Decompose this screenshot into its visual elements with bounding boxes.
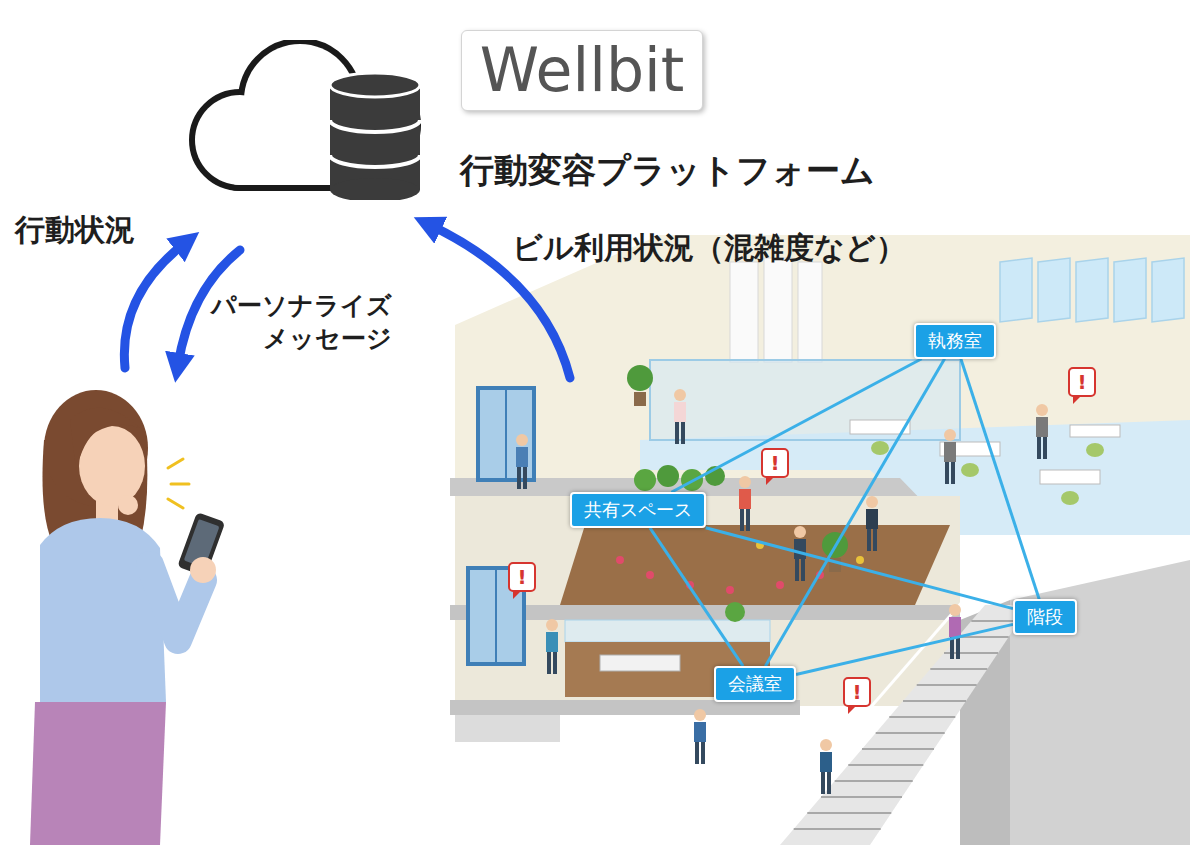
wall-panels: [730, 262, 758, 362]
plants: [627, 365, 653, 391]
node-text: Wellbit: [480, 33, 684, 108]
wall-panels: [798, 262, 822, 362]
area-box: 共有スペース: [570, 492, 706, 528]
people: [516, 389, 1048, 794]
woman-figure: [118, 495, 138, 515]
database-icon: [330, 178, 420, 200]
chairs: [871, 441, 889, 455]
building: [450, 235, 1190, 845]
right-block: [1010, 560, 1190, 845]
people: [949, 604, 961, 659]
woman-figure: [168, 459, 183, 468]
window-row: [1114, 258, 1146, 322]
platform-cloud: 行動変容プラットフォーム: [175, 40, 425, 200]
chairs: [961, 463, 979, 477]
window-row: [1152, 258, 1184, 322]
database-icon: [330, 120, 420, 132]
floor-dots: [646, 571, 654, 579]
link-line: [706, 528, 1013, 609]
lower-slab: [450, 700, 800, 715]
link-line: [961, 359, 1039, 599]
people: [694, 709, 706, 764]
flow-arrow: [124, 225, 570, 378]
area-box: 会議室: [714, 666, 796, 702]
glass-partition: [650, 360, 960, 440]
people: [820, 739, 832, 794]
elevator: [505, 390, 507, 478]
database-icon: [330, 73, 420, 200]
woman-figure: [168, 499, 183, 508]
alert-mark: !: [761, 448, 789, 478]
node-text: 行動変容プラットフォーム: [460, 148, 875, 194]
chairs: [1086, 443, 1104, 457]
database-icon: [330, 155, 420, 167]
stairs: [780, 605, 1030, 845]
area-box: 階段: [1013, 599, 1077, 635]
node-text: 会議室: [728, 673, 782, 695]
woman-figure: [30, 390, 225, 845]
link-line: [650, 528, 743, 666]
link-line: [671, 359, 921, 492]
plants: [657, 465, 679, 487]
cloud-outline: [175, 40, 425, 200]
people: [739, 476, 751, 531]
node-text: 執務室: [928, 330, 982, 352]
people: [944, 429, 956, 484]
alert-mark: !: [1068, 367, 1096, 397]
wall-panels: [730, 258, 822, 362]
elevator: [495, 570, 497, 662]
desks: [1070, 425, 1120, 437]
plants: [634, 392, 646, 406]
alert-mark: !: [508, 562, 536, 592]
window-row: [1076, 258, 1108, 322]
chairs: [1061, 491, 1079, 505]
flow-label: ビル利用状況（混雑度など）: [512, 228, 906, 269]
floor-dots: [856, 556, 864, 564]
link-line: [796, 624, 1013, 674]
link-line: [765, 359, 944, 666]
elevator: [468, 388, 534, 664]
node-text: 共有スペース: [584, 499, 692, 521]
woman-figure: [44, 390, 148, 506]
people: [866, 496, 878, 551]
handrail: [790, 570, 990, 800]
wall-panels: [764, 258, 792, 362]
plants: [725, 602, 745, 622]
area-box: 執務室: [914, 323, 996, 359]
flow-arrow: [124, 243, 185, 368]
woman-figure: [40, 518, 166, 702]
stair-steps: [794, 621, 1020, 829]
logo-box: Wellbit: [461, 30, 703, 111]
floor-dots: [726, 586, 734, 594]
meeting-wall: [565, 620, 770, 642]
woman-figure: [70, 408, 140, 470]
alert-mark: !: [843, 677, 871, 707]
floor-dots: [616, 556, 624, 564]
people: [674, 389, 686, 444]
floor-dots: [776, 581, 784, 589]
window-row: [1038, 258, 1070, 322]
database-icon: [330, 73, 420, 97]
people: [546, 619, 558, 674]
shared-floor: [560, 525, 950, 605]
flow-label: パーソナライズ メッセージ: [152, 290, 392, 355]
woman-figure: [190, 557, 216, 583]
people: [1036, 404, 1048, 459]
base-slab: [455, 715, 560, 742]
plants: [634, 469, 656, 491]
meeting-table: [600, 655, 680, 671]
desks: [1040, 470, 1100, 484]
window-row: [1000, 258, 1032, 322]
flow-label: 行動状況: [15, 210, 135, 251]
woman-figure: [168, 459, 189, 508]
woman-figure: [30, 702, 166, 845]
node-text: 階段: [1027, 606, 1063, 628]
window-row: [1000, 258, 1184, 322]
people: [516, 434, 528, 489]
woman-figure: [171, 483, 189, 486]
database-icon: [330, 85, 420, 190]
